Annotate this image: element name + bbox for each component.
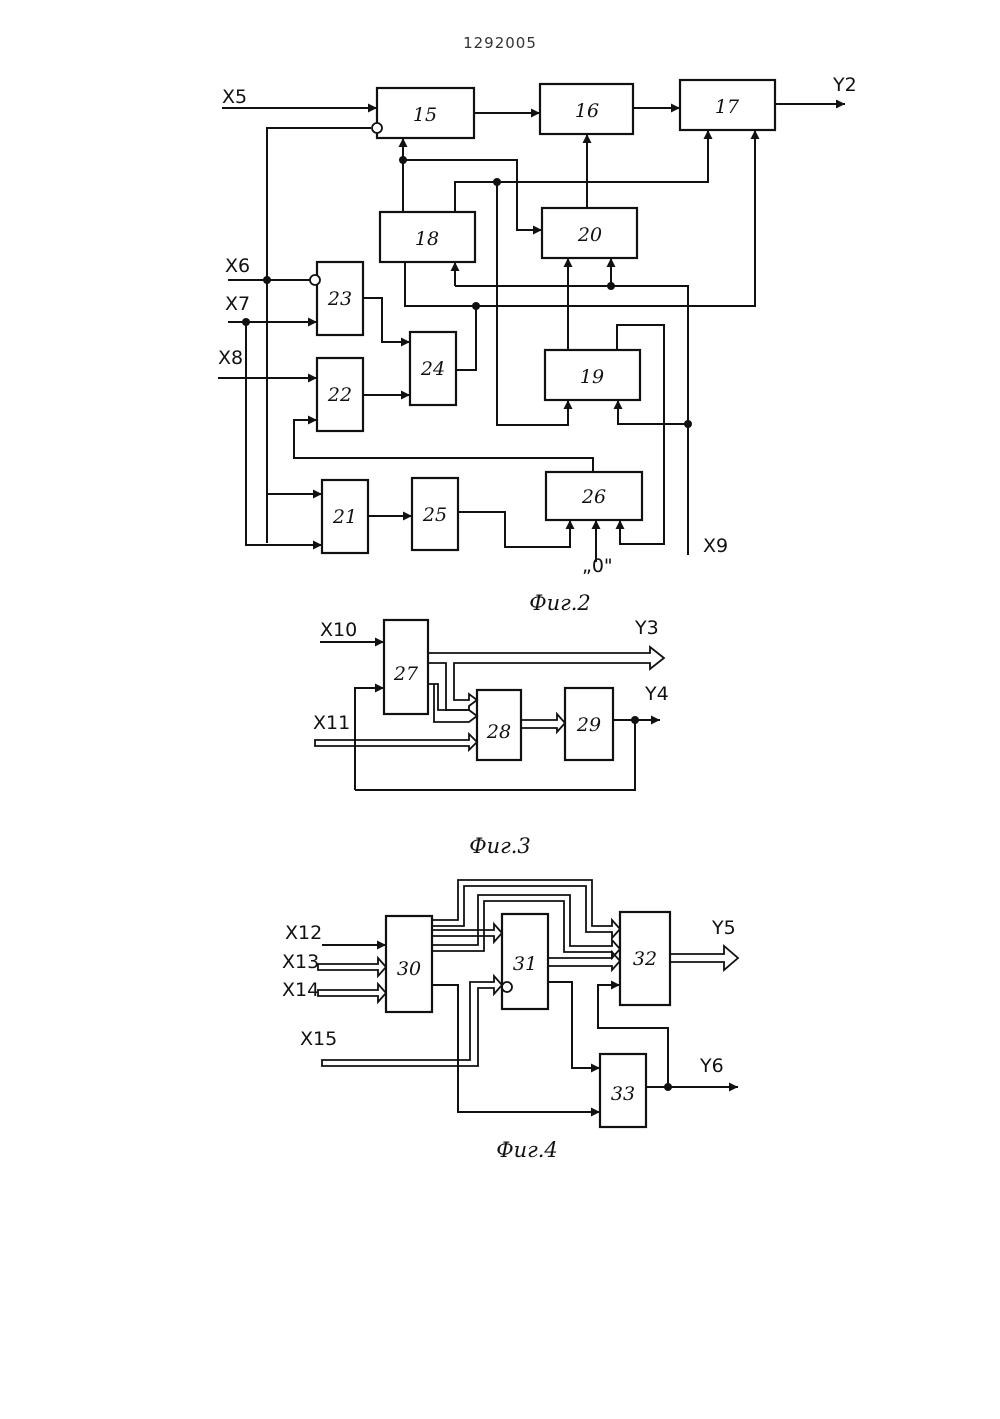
- fig4-caption: Фиг.4: [496, 1138, 558, 1162]
- inversion-bubble-15: [372, 123, 382, 133]
- block-23-label: 23: [327, 288, 352, 310]
- block-28-label: 28: [486, 721, 511, 743]
- patent-number: 1292005: [440, 34, 560, 52]
- block-19-label: 19: [580, 366, 604, 388]
- junction-dot: [631, 716, 639, 724]
- inversion-bubble-31: [502, 982, 512, 992]
- signal-zero-constant: „0": [582, 555, 613, 577]
- signal-x15: X15: [300, 1028, 337, 1050]
- bus-28-to-29: [521, 714, 565, 732]
- bus-x11-to-28: [315, 734, 477, 750]
- junction-dot: [684, 420, 692, 428]
- bus-27-to-y3-and-28: [428, 647, 664, 710]
- fig3-diagram: 27 28 29 X10 X11 Y3 Y4 Фиг.3: [313, 617, 669, 858]
- bus-x14-to-30: [318, 984, 386, 1002]
- bus-x13-to-30: [318, 958, 386, 976]
- fig2-diagram: 15 16 17 18 20 23 22 24 19 21 25 26 X5 X…: [218, 74, 857, 615]
- signal-x12: X12: [285, 922, 322, 944]
- block-24-label: 24: [420, 358, 445, 380]
- signal-x8: X8: [218, 347, 243, 369]
- fig3-caption: Фиг.3: [469, 834, 531, 858]
- block-18-label: 18: [415, 228, 439, 250]
- junction-dot: [263, 276, 271, 284]
- inversion-bubble-23: [310, 275, 320, 285]
- signal-x6: X6: [225, 255, 250, 277]
- signal-x14: X14: [282, 979, 319, 1001]
- block-33-label: 33: [611, 1083, 635, 1105]
- block-29-label: 29: [576, 714, 601, 736]
- signal-y3: Y3: [634, 617, 659, 639]
- block-21-label: 21: [332, 506, 357, 528]
- junction-dot: [493, 178, 501, 186]
- bus-27-to-28: [428, 684, 477, 722]
- junction-dot: [607, 282, 615, 290]
- signal-y6: Y6: [699, 1055, 724, 1077]
- wire-18-to-17: [455, 130, 708, 212]
- fig4-diagram: 30 31 32 33 X12 X13 X14 X15 Y5 Y6: [282, 880, 738, 1162]
- block-25-label: 25: [422, 504, 447, 526]
- signal-y5: Y5: [711, 917, 736, 939]
- wire-x7-to-21: [246, 322, 322, 545]
- junction-dot: [472, 302, 480, 310]
- signal-x10: X10: [320, 619, 357, 641]
- block-32-label: 32: [633, 948, 657, 970]
- signal-x7: X7: [225, 293, 250, 315]
- signal-y2: Y2: [832, 74, 857, 96]
- signal-x5: X5: [222, 86, 247, 108]
- signal-x11: X11: [313, 712, 350, 734]
- block-17-label: 17: [715, 96, 740, 118]
- junction-dot: [399, 156, 407, 164]
- signal-x9: X9: [703, 535, 728, 557]
- block-20-label: 20: [577, 224, 602, 246]
- bus-y5-output: [670, 946, 738, 970]
- block-16-label: 16: [575, 100, 599, 122]
- block-27-label: 27: [393, 663, 419, 685]
- block-26-label: 26: [581, 486, 606, 508]
- signal-x13: X13: [282, 951, 319, 973]
- bus-31-to-32: [548, 952, 620, 970]
- wire-x9-to-19: [618, 400, 688, 424]
- junction-dot: [664, 1083, 672, 1091]
- wire-feedback-to-27: [355, 688, 384, 790]
- signal-y4: Y4: [644, 683, 669, 705]
- wire-24-out: [456, 306, 476, 370]
- block-22-label: 22: [327, 384, 352, 406]
- block-30-label: 30: [397, 958, 421, 980]
- block-31-label: 31: [513, 953, 537, 975]
- wire-31-to-33: [548, 982, 600, 1068]
- block-15-label: 15: [413, 104, 437, 126]
- junction-dot: [242, 318, 250, 326]
- fig2-caption: Фиг.2: [529, 591, 591, 615]
- wire-23-to-24: [363, 298, 410, 342]
